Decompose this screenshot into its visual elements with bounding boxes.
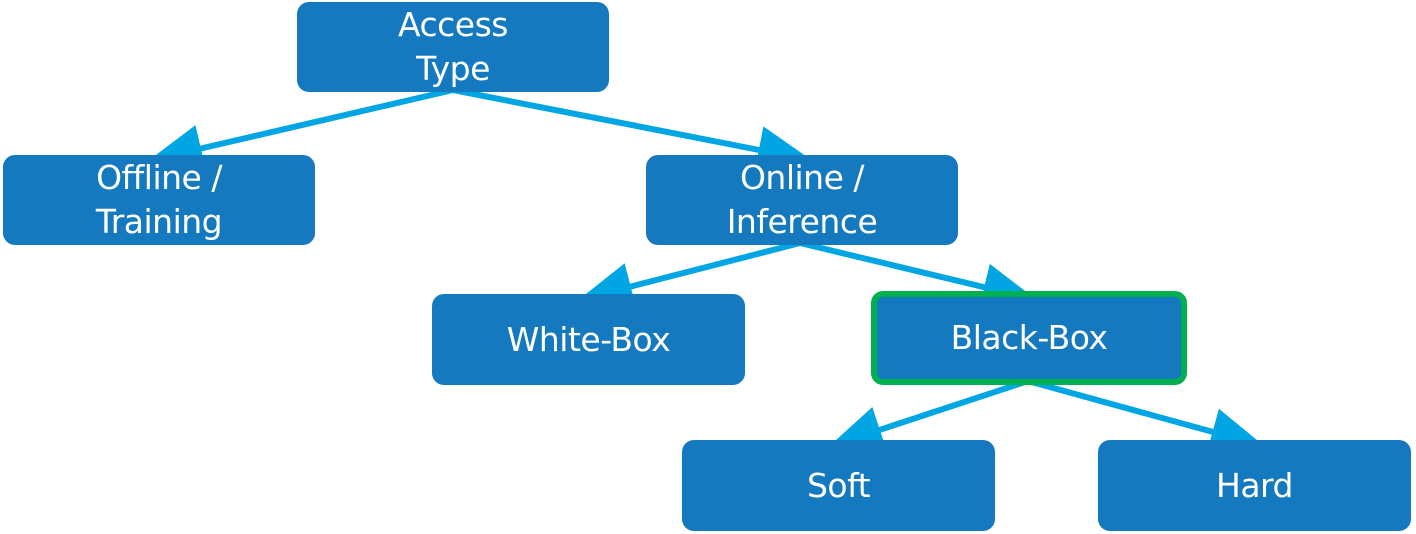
node-hard: Hard (1098, 440, 1411, 531)
edge-access-type-to-offline-training (148, 87, 456, 172)
node-online-inference-line1: Online / (739, 158, 865, 197)
node-access-type: Access Type (297, 2, 609, 92)
node-soft: Soft (682, 440, 995, 531)
edge-black-box-to-hard (1025, 378, 1265, 455)
node-offline-training-line2: Training (95, 202, 223, 241)
node-offline-training-line1: Offline / (96, 158, 222, 197)
node-online-inference-line2: Inference (726, 202, 878, 241)
edge-online-inference-to-black-box (797, 240, 1037, 311)
node-black-box: Black-Box (871, 291, 1187, 385)
node-offline-training: Offline / Training (3, 155, 315, 245)
edge-access-type-to-online-inference (450, 87, 812, 174)
node-black-box-label: Black-Box (950, 318, 1108, 357)
node-access-type-line1: Access (398, 5, 508, 44)
node-hard-label: Hard (1216, 465, 1293, 505)
edge-online-inference-to-white-box (578, 240, 803, 310)
edge-black-box-to-soft (828, 378, 1031, 453)
node-white-box: White-Box (432, 294, 745, 385)
node-access-type-line2: Type (416, 49, 490, 88)
node-online-inference: Online / Inference (646, 155, 958, 245)
node-white-box-label: White-Box (506, 319, 671, 359)
node-soft-label: Soft (806, 465, 871, 505)
